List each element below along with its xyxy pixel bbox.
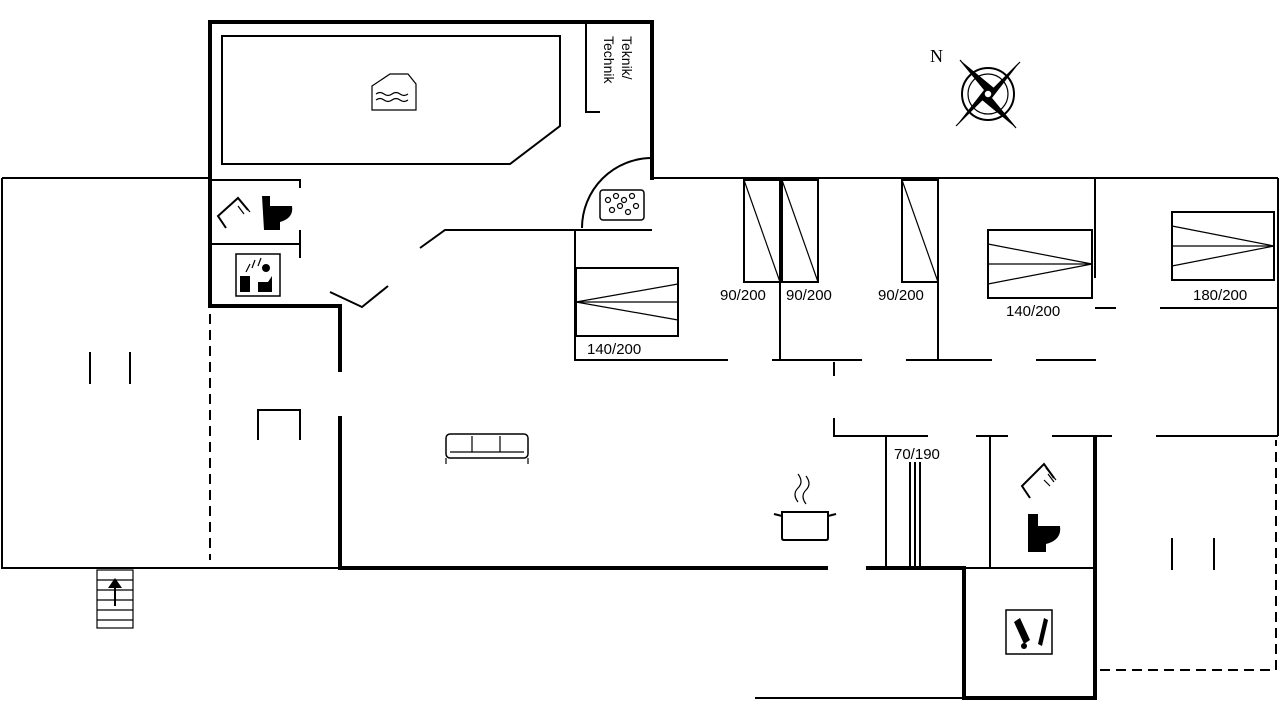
terrace-table-right xyxy=(1171,538,1215,570)
bed-5 xyxy=(987,229,1093,299)
compass-rose-icon xyxy=(955,59,1021,129)
pool-icon xyxy=(371,73,417,111)
bed-5-size: 140/200 xyxy=(1006,303,1060,320)
tech-room-label-line1: Teknik/ xyxy=(619,36,635,80)
terrace-bench xyxy=(257,409,301,440)
bed-6-size: 180/200 xyxy=(1193,287,1247,304)
walls xyxy=(1,20,1279,700)
shower-icon xyxy=(216,196,251,229)
shower-icon-2 xyxy=(1020,462,1057,499)
bed-1-size: 140/200 xyxy=(587,341,641,358)
entrance-stairs-icon xyxy=(96,569,134,629)
bed-7 xyxy=(909,462,921,566)
bed-6 xyxy=(1171,211,1275,281)
bed-2-size: 90/200 xyxy=(720,287,766,304)
bed-1 xyxy=(575,267,679,337)
tech-room xyxy=(585,22,600,113)
hot-tub xyxy=(581,157,653,229)
bed-7-size: 70/190 xyxy=(894,446,940,463)
sofa-icon xyxy=(445,433,529,464)
sauna-icon xyxy=(235,253,281,297)
cooking-pot-icon xyxy=(773,473,837,541)
tech-room-label-line2: Technik xyxy=(601,36,617,84)
toilet-icon xyxy=(262,196,293,230)
toilet-icon-2 xyxy=(1028,514,1061,552)
washing-machine-icon xyxy=(1005,609,1053,655)
bed-3 xyxy=(781,179,819,283)
swimming-pool xyxy=(221,35,561,165)
compass-north-letter: N xyxy=(930,46,943,66)
bed-4 xyxy=(901,179,939,283)
terrace-table-left xyxy=(89,352,131,384)
bed-4-size: 90/200 xyxy=(878,287,924,304)
terrace-edges xyxy=(209,314,1277,671)
bed-2 xyxy=(743,179,781,283)
bed-3-size: 90/200 xyxy=(786,287,832,304)
